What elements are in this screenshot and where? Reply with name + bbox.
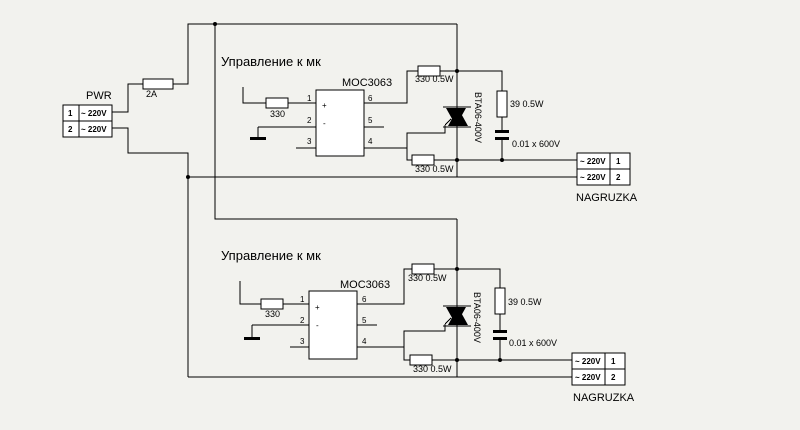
triac — [443, 305, 471, 327]
junction-dot — [455, 158, 459, 162]
input-resistor — [265, 97, 289, 109]
snubber-capacitor-label: 0.01 x 600V — [512, 139, 560, 149]
snubber-capacitor-plate — [495, 130, 509, 133]
power-section: PWR 1 ~ 220V 2 ~ 220V 2A — [62, 22, 572, 378]
wire — [406, 148, 412, 161]
optocoupler-minus-mark: - — [316, 321, 319, 330]
load-pin-2-number: 2 — [616, 173, 621, 182]
optocoupler-minus-mark: - — [323, 119, 326, 128]
junction-dot — [455, 69, 459, 73]
fuse — [142, 78, 174, 90]
junction-dot — [455, 267, 459, 271]
load-title: NAGRUZKA — [576, 192, 638, 204]
optocoupler-plus-mark: + — [322, 101, 327, 110]
optocoupler-pin-6: 6 — [368, 94, 373, 103]
bottom-resistor-label: 330 0.5W — [415, 164, 454, 174]
control-input-wire — [239, 281, 261, 305]
load-pin-2-number: 2 — [611, 373, 616, 382]
channel-1: Управление к мк 330 MOC3063 + - 1 2 3 6 … — [221, 24, 638, 204]
load-pin-1-number: 1 — [616, 157, 621, 166]
power-connector-title: PWR — [86, 90, 112, 102]
junction-dot — [213, 22, 217, 26]
load-pin-1-label: ~ 220V — [575, 357, 601, 366]
top-resistor-label: 330 0.5W — [408, 273, 447, 283]
gate-wire — [403, 324, 446, 347]
optocoupler-pin-4: 4 — [368, 137, 373, 146]
control-label: Управление к мк — [221, 248, 321, 263]
power-pin-2-number: 2 — [68, 125, 73, 134]
snubber-resistor-label: 39 0.5W — [510, 99, 544, 109]
power-pin-1-number: 1 — [68, 109, 73, 118]
input-resistor-label: 330 — [270, 109, 285, 119]
junction-dot — [500, 158, 504, 162]
optocoupler-plus-mark: + — [315, 303, 320, 312]
snubber-capacitor-plate — [493, 337, 507, 340]
load-pin-1-number: 1 — [611, 357, 616, 366]
channel-2: Управление к мк 330 MOC3063 + - 1 2 3 6 … — [221, 219, 635, 404]
optocoupler-name: MOC3063 — [342, 77, 392, 89]
optocoupler — [315, 89, 365, 157]
load-pin-1-label: ~ 220V — [580, 157, 606, 166]
load-pin-2-label: ~ 220V — [575, 373, 601, 382]
load-connector: ~ 220V 1 ~ 220V 2 — [576, 152, 631, 186]
power-pin-2-label-cell — [78, 120, 113, 138]
optocoupler-pin-2: 2 — [300, 316, 305, 325]
phase-bus-branch — [214, 24, 457, 220]
snubber-resistor — [494, 287, 506, 315]
ground-symbol — [244, 337, 260, 340]
load-title: NAGRUZKA — [573, 392, 635, 404]
optocoupler-pin-3: 3 — [300, 337, 305, 346]
wire — [357, 268, 412, 305]
wire — [403, 347, 410, 361]
input-resistor-label: 330 — [265, 309, 280, 319]
gate-wire — [406, 125, 446, 148]
power-connector: 1 ~ 220V 2 ~ 220V — [62, 104, 113, 138]
optocoupler-pin-3: 3 — [307, 137, 312, 146]
load-connector: ~ 220V 1 ~ 220V 2 — [571, 352, 626, 386]
power-pin-2-label: ~ 220V — [81, 125, 107, 134]
optocoupler-pin-5: 5 — [362, 316, 367, 325]
optocoupler-pin-6: 6 — [362, 295, 367, 304]
wire — [364, 70, 418, 104]
phase-wire-to-fuse — [112, 83, 143, 113]
junction-dot — [186, 175, 190, 179]
triac-label: BTA06-400V — [473, 92, 483, 143]
snubber-capacitor-plate — [495, 137, 509, 140]
fuse-label: 2A — [146, 89, 157, 99]
triac — [443, 106, 471, 128]
control-label: Управление к мк — [221, 54, 321, 69]
neutral-wire — [112, 127, 189, 377]
optocoupler-pin-4: 4 — [362, 337, 367, 346]
optocoupler-pin-5: 5 — [368, 116, 373, 125]
snubber-capacitor-plate — [493, 330, 507, 333]
load-pin-2-cell — [609, 168, 631, 186]
optocoupler-name: MOC3063 — [340, 279, 390, 291]
junction-dot — [455, 358, 459, 362]
snubber-resistor-label: 39 0.5W — [508, 297, 542, 307]
input-resistor — [260, 298, 284, 310]
ground-symbol — [250, 137, 266, 140]
optocoupler-pin-1: 1 — [300, 295, 305, 304]
junction-dot — [498, 358, 502, 362]
snubber-capacitor-label: 0.01 x 600V — [509, 338, 557, 348]
load-pin-2-cell — [604, 368, 626, 386]
optocoupler-pin-1: 1 — [307, 94, 312, 103]
optocoupler-pin-2: 2 — [307, 116, 312, 125]
power-pin-1-label: ~ 220V — [81, 109, 107, 118]
phase-bus-top — [173, 23, 457, 85]
control-input-wire — [242, 87, 266, 104]
snubber-resistor — [496, 90, 508, 118]
load-pin-2-label: ~ 220V — [580, 173, 606, 182]
bottom-resistor-label: 330 0.5W — [413, 364, 452, 374]
triac-label: BTA06-400V — [472, 292, 482, 343]
top-resistor-label: 330 0.5W — [415, 74, 454, 84]
wire — [440, 70, 503, 91]
